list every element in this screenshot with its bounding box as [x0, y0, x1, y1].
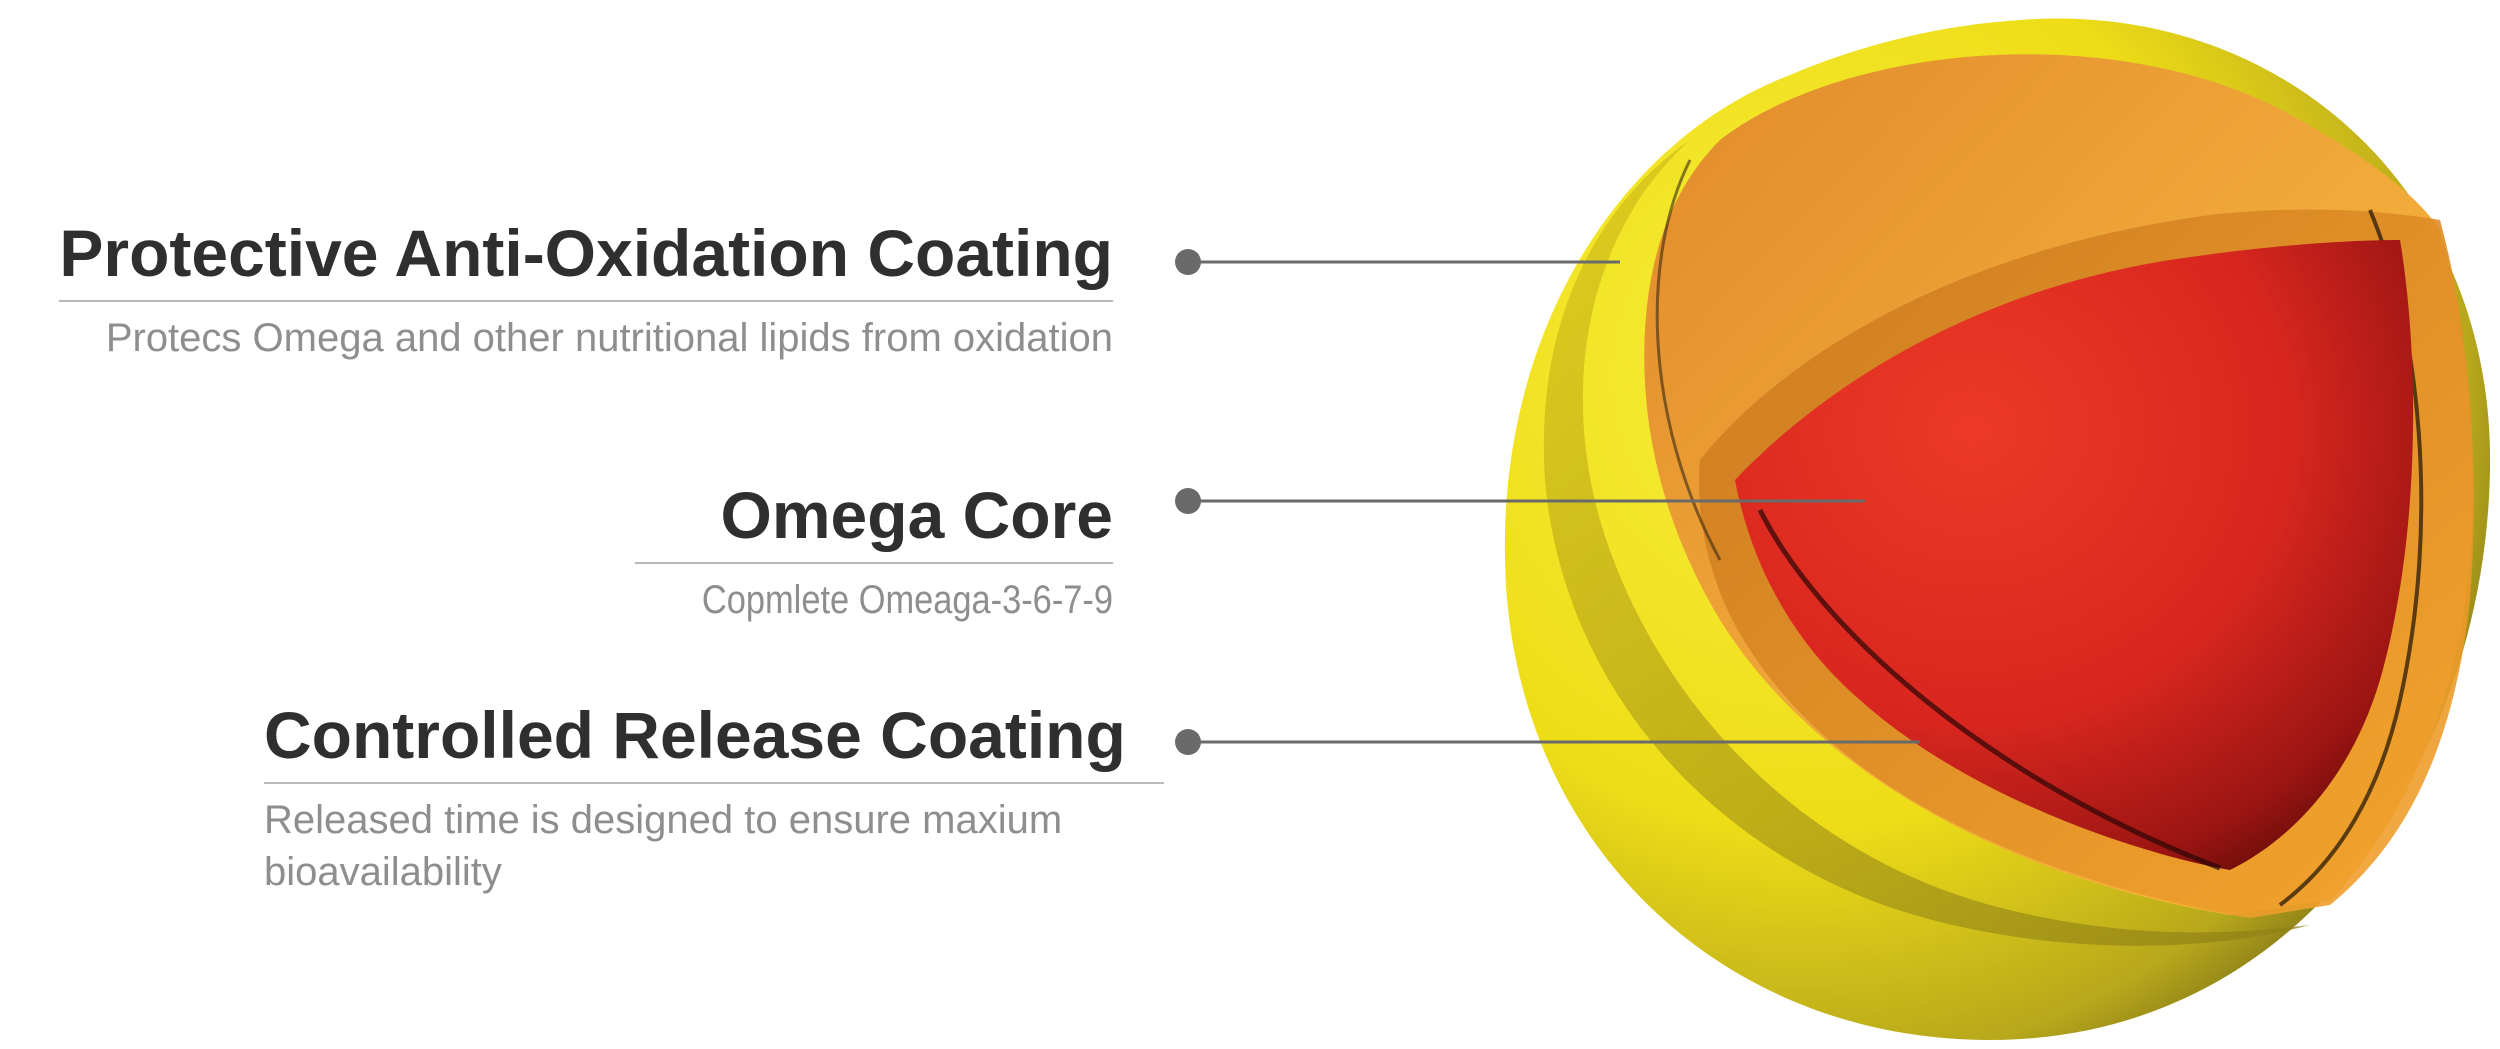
leader-dot-controlled-release: [1175, 729, 1201, 755]
label-anti-oxidation-coating: Protective Anti-Oxidation Coating Protec…: [59, 220, 1113, 364]
omega-core-edge: [1757, 508, 2221, 871]
label-omega-core: Omega Core Copmlete Omeaga-3-6-7-9: [635, 482, 1113, 626]
leader-dot-omega-core: [1175, 488, 1201, 514]
divider: [264, 782, 1164, 784]
layer-title: Protective Anti-Oxidation Coating: [59, 216, 1113, 290]
layer-title: Controlled Release Coating: [264, 698, 1126, 772]
label-controlled-release-coating: Controlled Release Coating Released time…: [264, 702, 1204, 898]
layer-description: Protecs Omega and other nutritional lipi…: [105, 316, 1113, 360]
outer-coating-rim: [1543, 140, 2310, 946]
divider: [635, 562, 1113, 564]
divider: [59, 300, 1113, 302]
layer-description: Released time is designed to ensure maxi…: [264, 798, 1063, 894]
omega-core: [1735, 240, 2414, 870]
layer-description: Copmlete Omeaga-3-6-7-9: [701, 578, 1113, 622]
leader-dot-anti-oxidation: [1175, 249, 1201, 275]
layer-title: Omega Core: [720, 478, 1113, 552]
